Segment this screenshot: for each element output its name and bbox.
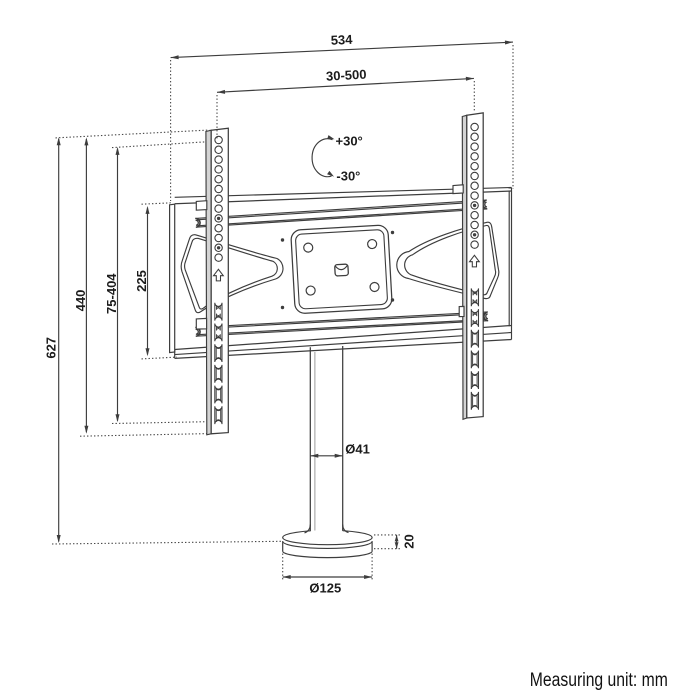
svg-text:30-500: 30-500 [326, 67, 367, 84]
svg-text:20: 20 [402, 534, 417, 548]
svg-text:+30°: +30° [336, 133, 363, 148]
svg-text:Measuring unit: mm: Measuring unit: mm [530, 670, 668, 691]
svg-text:225: 225 [134, 270, 149, 292]
svg-text:-30°: -30° [336, 168, 360, 183]
svg-text:627: 627 [44, 337, 59, 359]
svg-text:Ø41: Ø41 [345, 441, 370, 456]
svg-text:534: 534 [330, 32, 353, 48]
svg-text:Ø125: Ø125 [309, 580, 341, 595]
svg-text:75-404: 75-404 [104, 273, 119, 314]
svg-text:440: 440 [73, 290, 88, 312]
